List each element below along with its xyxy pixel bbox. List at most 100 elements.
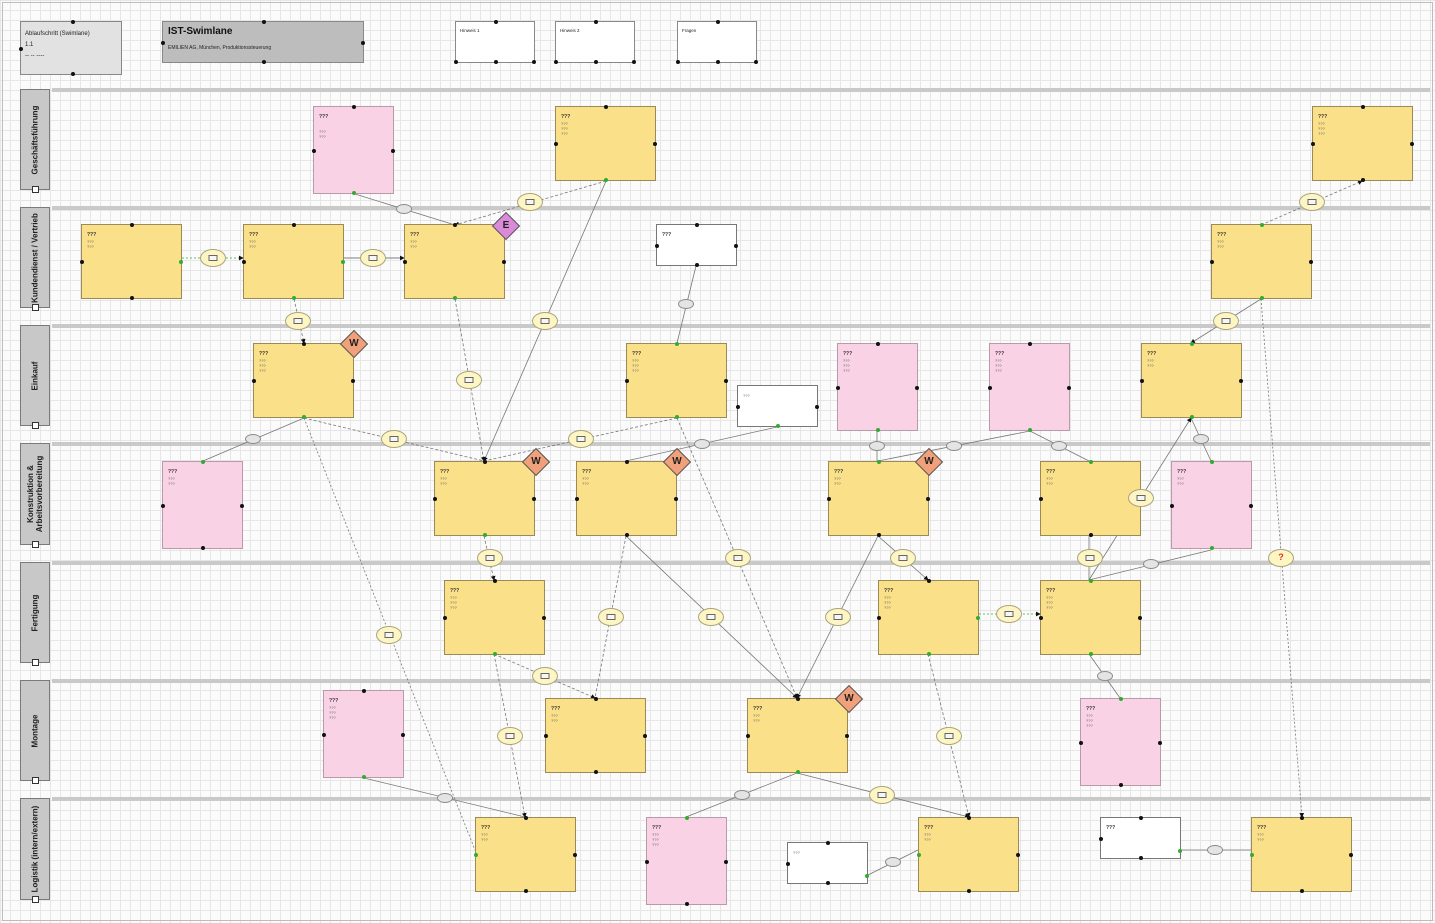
medium-connector[interactable] bbox=[996, 605, 1022, 623]
medium-connector[interactable]: ? bbox=[1268, 549, 1294, 567]
flow-junction[interactable] bbox=[678, 299, 694, 309]
process-step[interactable]: ????????? bbox=[80, 223, 183, 300]
medium-connector[interactable] bbox=[725, 549, 751, 567]
medium-connector[interactable] bbox=[532, 312, 558, 330]
process-step[interactable]: ????????? bbox=[1250, 816, 1353, 893]
document-box[interactable]: ???????????? bbox=[988, 342, 1071, 432]
flow-junction[interactable] bbox=[245, 434, 261, 444]
note-box[interactable]: ??? bbox=[736, 385, 819, 428]
note-box[interactable]: ??? bbox=[655, 223, 738, 267]
medium-connector[interactable] bbox=[869, 786, 895, 804]
medium-connector[interactable] bbox=[532, 667, 558, 685]
lane-label-engineering[interactable]: Konstruktion & Arbeitsvorbereitung bbox=[20, 443, 50, 548]
lane-label-management[interactable]: Geschäftsführung bbox=[20, 89, 50, 193]
flow-junction[interactable] bbox=[946, 441, 962, 451]
medium-connector[interactable] bbox=[376, 626, 402, 644]
process-step[interactable]: ????????? bbox=[403, 223, 506, 300]
medium-connector[interactable] bbox=[456, 371, 482, 389]
box-value: ??? bbox=[561, 126, 568, 131]
medium-connector[interactable] bbox=[200, 249, 226, 267]
process-step[interactable]: ????????? bbox=[746, 697, 849, 774]
lane-label-customer-service[interactable]: Kundendienst / Vertrieb bbox=[20, 207, 50, 311]
document-box[interactable]: ????????? bbox=[161, 460, 244, 550]
lane-label-production[interactable]: Fertigung bbox=[20, 562, 50, 666]
medium-connector[interactable] bbox=[825, 608, 851, 626]
document-box[interactable]: ???????????? bbox=[836, 342, 919, 432]
process-step[interactable]: ???????????? bbox=[877, 579, 980, 656]
flow-junction[interactable] bbox=[396, 204, 412, 214]
medium-connector[interactable] bbox=[936, 727, 962, 745]
process-step[interactable]: ???????????? bbox=[554, 105, 657, 182]
diagram-title: IST-Swimlane bbox=[168, 26, 233, 37]
process-step[interactable]: ???????????? bbox=[1311, 105, 1414, 182]
medium-connector[interactable] bbox=[890, 549, 916, 567]
flow-junction[interactable] bbox=[885, 857, 901, 867]
medium-connector[interactable] bbox=[360, 249, 386, 267]
note-box[interactable]: ??? bbox=[1099, 816, 1182, 860]
box-value: ??? bbox=[450, 595, 457, 600]
process-step[interactable]: ???????????? bbox=[443, 579, 546, 656]
medium-connector[interactable] bbox=[517, 193, 543, 211]
document-box[interactable]: ???????????? bbox=[1079, 697, 1162, 787]
flow-junction[interactable] bbox=[437, 793, 453, 803]
medium-connector[interactable] bbox=[285, 312, 311, 330]
note-box-3[interactable]: Fragen bbox=[676, 20, 758, 64]
document-box[interactable]: ??? ?????? bbox=[312, 105, 395, 195]
document-box[interactable]: ???????????? bbox=[322, 689, 405, 779]
process-step[interactable]: ????????? bbox=[242, 223, 345, 300]
flow-junction[interactable] bbox=[1207, 845, 1223, 855]
process-step[interactable]: ????????? bbox=[1210, 223, 1313, 300]
document-box[interactable]: ???????????? bbox=[645, 816, 728, 906]
process-step[interactable]: ????????? bbox=[433, 460, 536, 537]
flow-junction[interactable] bbox=[1097, 671, 1113, 681]
box-value: ??? bbox=[834, 476, 841, 481]
upload-icon bbox=[1136, 495, 1146, 501]
box-value: ??? bbox=[440, 481, 447, 486]
flow-junction[interactable] bbox=[869, 441, 885, 451]
note-box-1[interactable]: Hinweis 1 bbox=[454, 20, 536, 64]
medium-connector[interactable] bbox=[698, 608, 724, 626]
process-step[interactable]: ????????? bbox=[474, 816, 577, 893]
note-box-2[interactable]: Hinweis 2 bbox=[554, 20, 636, 64]
process-step[interactable]: ????????? bbox=[917, 816, 1020, 893]
phone-icon bbox=[833, 614, 843, 620]
medium-connector[interactable] bbox=[1128, 489, 1154, 507]
process-step[interactable]: ????????? bbox=[1140, 342, 1243, 419]
flow-junction[interactable] bbox=[1143, 559, 1159, 569]
medium-connector[interactable] bbox=[1299, 193, 1325, 211]
medium-connector[interactable] bbox=[568, 430, 594, 448]
lane-label-purchasing[interactable]: Einkauf bbox=[20, 325, 50, 429]
process-step[interactable]: ???????????? bbox=[252, 342, 355, 419]
process-step[interactable]: ???????????? bbox=[1039, 579, 1142, 656]
title-box[interactable]: IST-Swimlane EMILIEN AG, München, Produk… bbox=[161, 20, 365, 64]
medium-connector[interactable] bbox=[477, 549, 503, 567]
medium-connector[interactable] bbox=[1077, 549, 1103, 567]
box-value: ??? bbox=[1086, 718, 1093, 723]
process-step[interactable]: ????????? bbox=[827, 460, 930, 537]
medium-connector[interactable] bbox=[497, 727, 523, 745]
box-value: ??? bbox=[652, 837, 659, 842]
flow-junction[interactable] bbox=[694, 439, 710, 449]
process-step[interactable]: ????????? bbox=[544, 697, 647, 774]
process-step[interactable]: ???????????? bbox=[625, 342, 728, 419]
process-step[interactable]: ????????? bbox=[1039, 460, 1142, 537]
note-box[interactable]: ??? bbox=[786, 841, 869, 885]
diagram-subtitle: EMILIEN AG, München, Produktionssteuerun… bbox=[168, 45, 272, 51]
flow-junction[interactable] bbox=[1193, 434, 1209, 444]
box-value: ??? bbox=[843, 358, 850, 363]
lane-label-logistics[interactable]: Logistik (intern/extern) bbox=[20, 798, 50, 903]
process-step[interactable]: ????????? bbox=[575, 460, 678, 537]
info-box[interactable]: Ablaufschritt (Swimlane) 1.1 -- -- ---- bbox=[19, 20, 122, 76]
medium-connector[interactable] bbox=[381, 430, 407, 448]
lane-label-assembly[interactable]: Montage bbox=[20, 680, 50, 784]
flow-junction[interactable] bbox=[1051, 441, 1067, 451]
document-box[interactable]: ????????? bbox=[1170, 460, 1253, 550]
box-value: ??? bbox=[1147, 358, 1154, 363]
box-value: ??? bbox=[481, 832, 488, 837]
medium-connector[interactable] bbox=[1213, 312, 1239, 330]
flow-junction[interactable] bbox=[734, 790, 750, 800]
box-text: ??? bbox=[481, 825, 491, 831]
note-label-1: Hinweis 1 bbox=[460, 28, 480, 33]
lane-separator bbox=[52, 679, 1430, 683]
medium-connector[interactable] bbox=[598, 608, 624, 626]
